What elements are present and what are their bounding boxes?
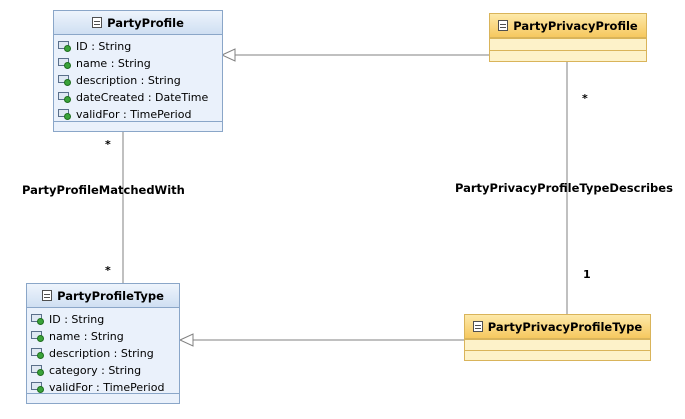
attribute-row[interactable]: dateCreated : DateTime [58,89,222,106]
attribute-text: ID : String [76,40,132,53]
attribute-icon [58,41,73,52]
multiplicity-matched-top: * [105,138,111,151]
class-name: PartyPrivacyProfileType [487,319,643,334]
class-name: PartyPrivacyProfile [513,18,638,33]
class-icon [472,321,483,332]
attribute-text: name : String [76,57,151,70]
class-party-privacy-profile[interactable]: PartyPrivacyProfile [489,13,647,62]
attribute-icon [31,331,46,342]
class-header: PartyProfile [54,11,222,35]
class-header: PartyProfileType [27,284,179,308]
multiplicity-describes-bottom: 1 [583,268,591,281]
class-header: PartyPrivacyProfile [490,14,646,38]
attribute-row[interactable]: validFor : TimePeriod [31,379,179,396]
attribute-list: ID : String name : String description : … [54,35,222,123]
attribute-icon [31,382,46,393]
attribute-icon [58,92,73,103]
attribute-text: ID : String [49,313,105,326]
attribute-text: description : String [76,74,181,87]
class-icon [42,290,53,301]
attribute-list: ID : String name : String description : … [27,308,179,396]
attribute-icon [31,348,46,359]
attributes-compartment [465,339,650,351]
multiplicity-matched-bottom: * [105,264,111,277]
attribute-text: name : String [49,330,124,343]
class-party-privacy-profile-type[interactable]: PartyPrivacyProfileType [464,314,651,361]
class-icon [498,20,509,31]
attribute-icon [31,314,46,325]
attribute-row[interactable]: description : String [58,72,222,89]
operations-compartment [465,350,650,361]
operations-compartment [54,121,222,132]
class-name: PartyProfile [107,15,184,30]
attributes-compartment [490,38,646,51]
attribute-icon [58,58,73,69]
operations-compartment [27,393,179,404]
attribute-row[interactable]: name : String [31,328,179,345]
generalization-arrowhead-profile [220,48,236,62]
attribute-icon [31,365,46,376]
attribute-text: description : String [49,347,154,360]
attribute-text: category : String [49,364,142,377]
class-header: PartyPrivacyProfileType [465,315,650,339]
attribute-row[interactable]: category : String [31,362,179,379]
attribute-row[interactable]: ID : String [58,38,222,55]
class-icon [92,17,103,28]
association-label-type-describes: PartyPrivacyProfileTypeDescribes [455,181,673,195]
class-party-profile[interactable]: PartyProfile ID : String name : String d… [53,10,223,132]
attribute-text: validFor : TimePeriod [49,381,165,394]
multiplicity-describes-top: * [582,92,588,105]
operations-compartment [490,50,646,62]
attribute-text: validFor : TimePeriod [76,108,192,121]
attribute-text: dateCreated : DateTime [76,91,209,104]
class-name: PartyProfileType [57,288,164,303]
attribute-icon [58,109,73,120]
attribute-row[interactable]: description : String [31,345,179,362]
class-party-profile-type[interactable]: PartyProfileType ID : String name : Stri… [26,283,180,404]
attribute-row[interactable]: ID : String [31,311,179,328]
attribute-row[interactable]: name : String [58,55,222,72]
generalization-arrowhead-profile-type [178,333,194,347]
attribute-icon [58,75,73,86]
association-label-matched-with: PartyProfileMatchedWith [22,183,185,197]
attribute-row[interactable]: validFor : TimePeriod [58,106,222,123]
